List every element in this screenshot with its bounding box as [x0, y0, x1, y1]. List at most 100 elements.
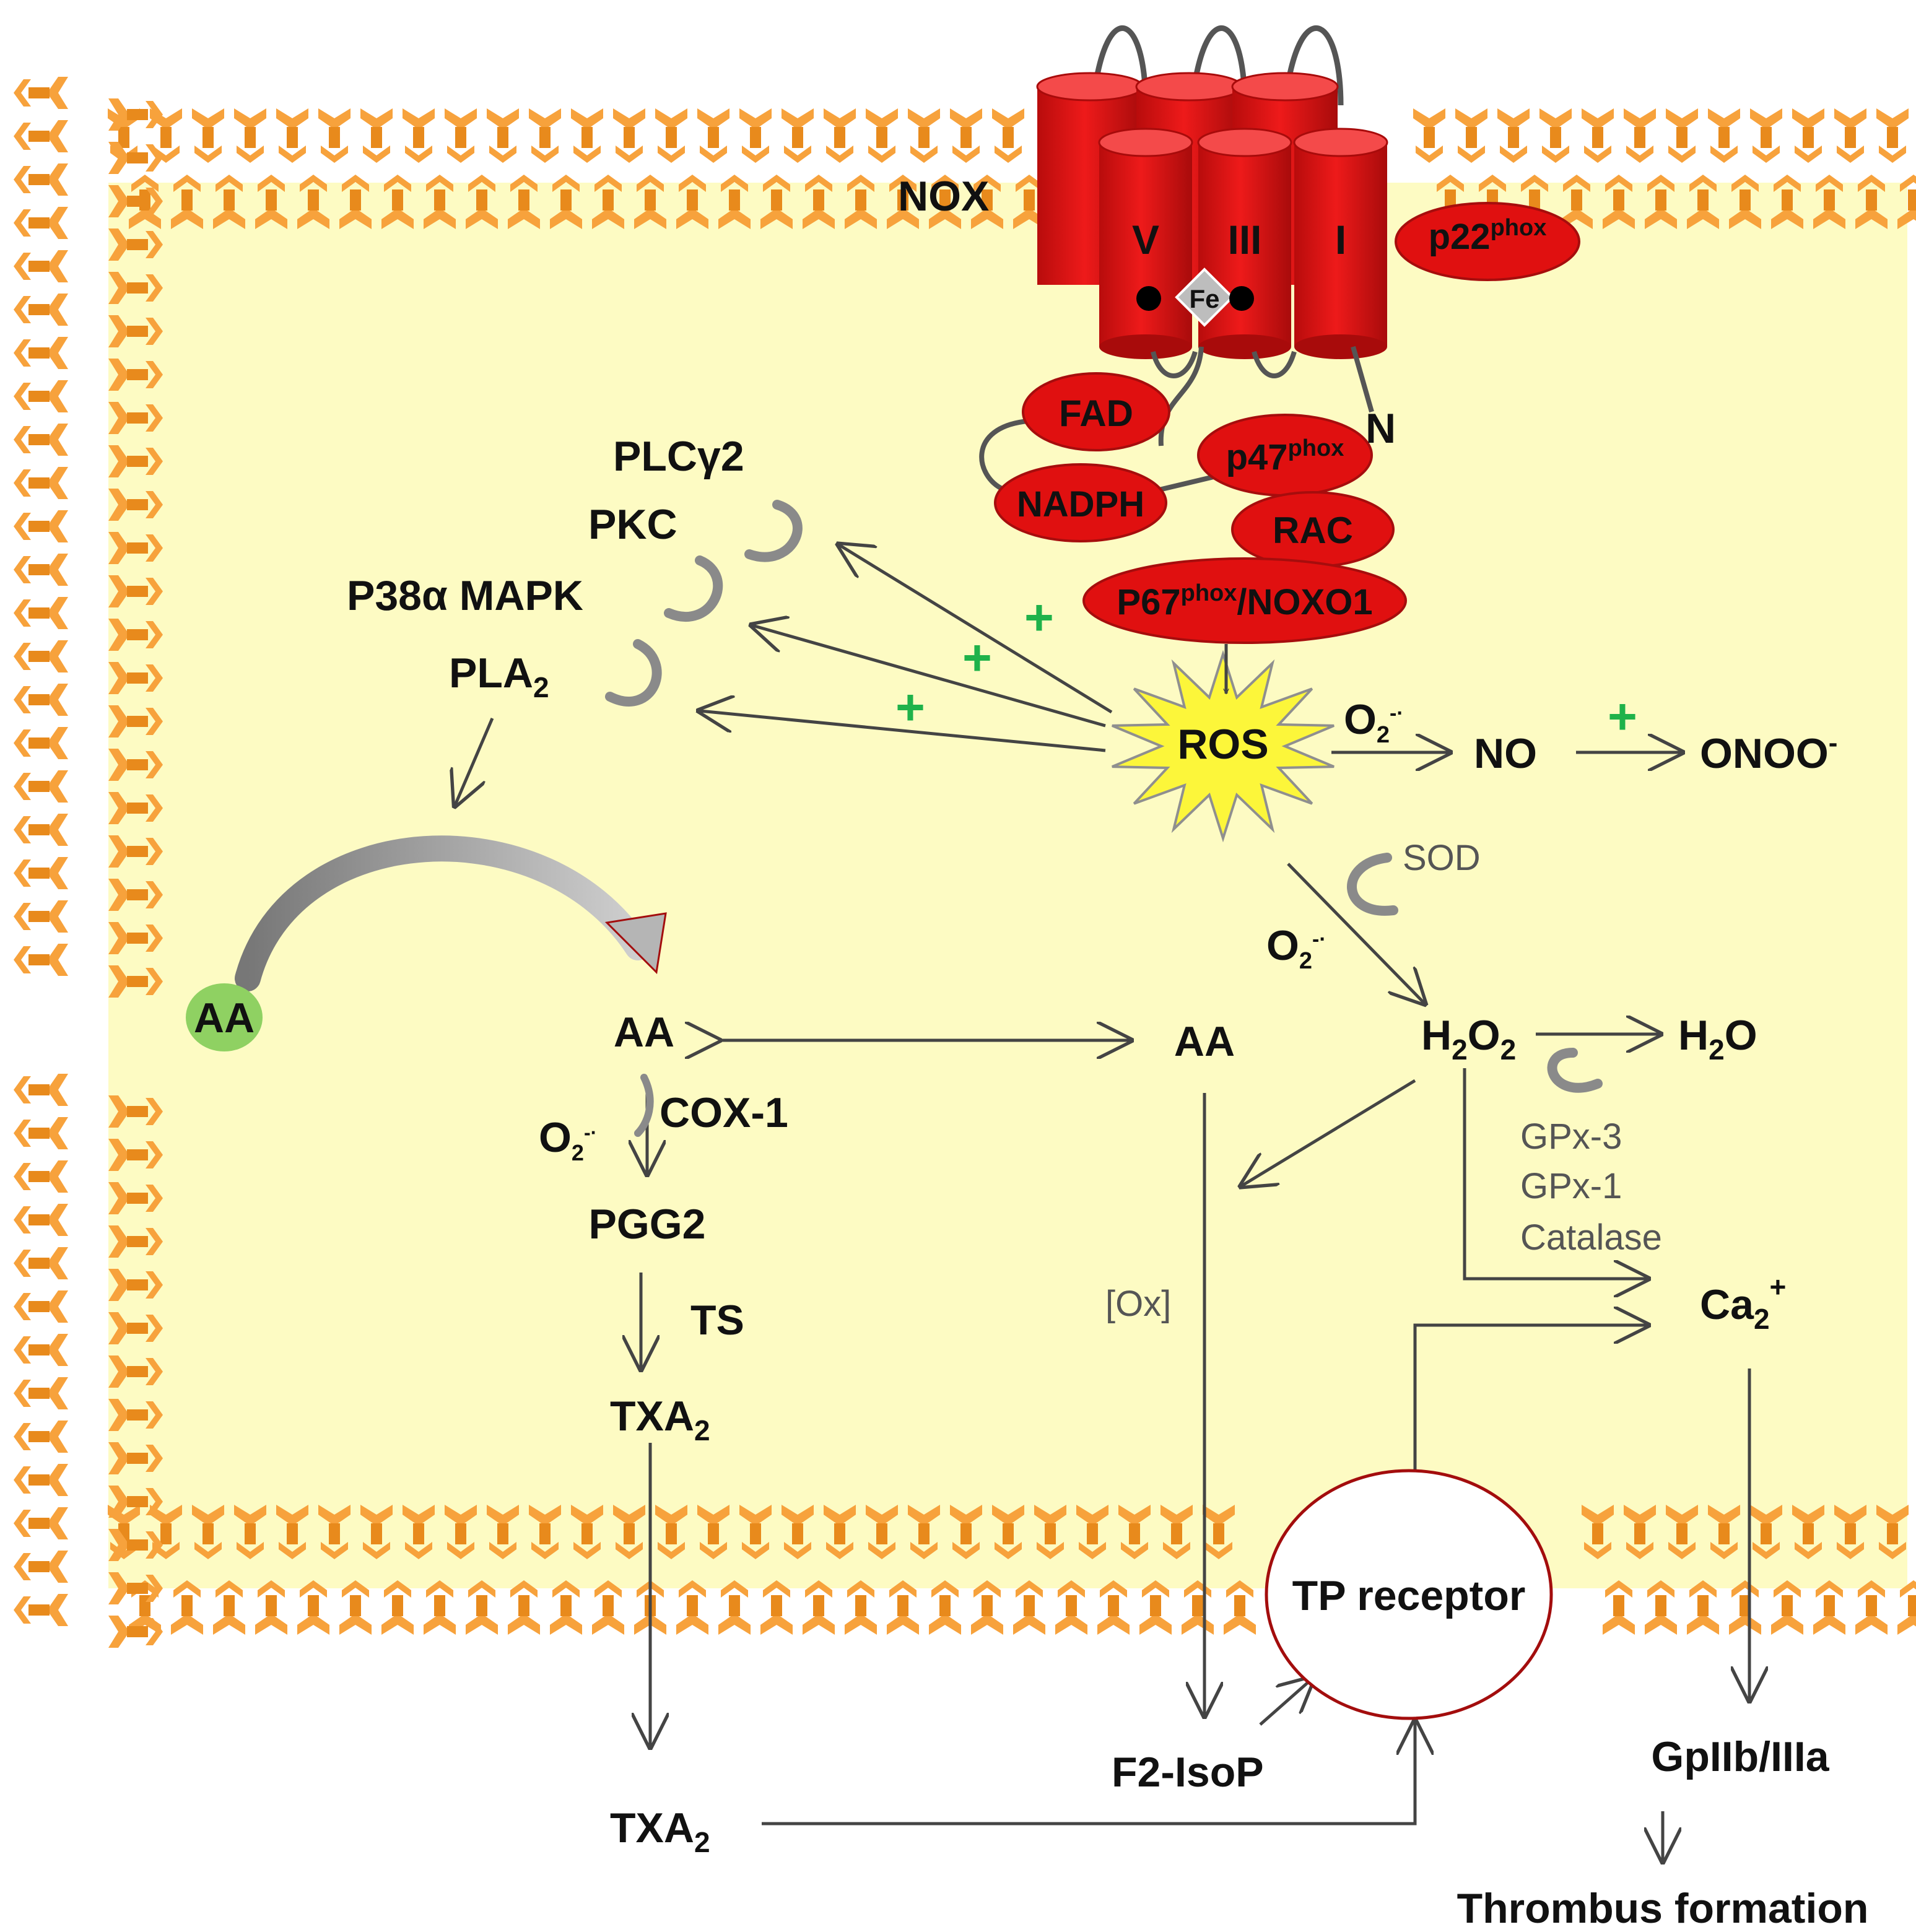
lipid-top-inner — [508, 175, 540, 229]
lipid-top-inner — [1645, 175, 1677, 229]
lipid-left-outer — [14, 424, 68, 456]
lipid-left-outer — [14, 1074, 68, 1106]
lipid-top-outer — [655, 108, 687, 163]
cox1-label: COX-1 — [660, 1089, 788, 1136]
lipid-top-outer — [403, 108, 435, 163]
lipid-left-outer — [14, 1464, 68, 1496]
catalase-label: Catalase — [1520, 1217, 1662, 1258]
lipid-top-inner — [887, 175, 919, 229]
lipid-bottom-outer — [929, 1580, 961, 1635]
heme-fe-label: Fe — [1189, 284, 1219, 313]
lipid-left-outer — [14, 1117, 68, 1149]
lipid-top-outer — [1666, 108, 1698, 163]
lipid-top-inner — [929, 175, 961, 229]
lipid-left-outer — [14, 1377, 68, 1409]
lipid-bottom-inner — [824, 1505, 856, 1559]
lipid-bottom-inner — [1750, 1505, 1782, 1559]
lipid-bottom-inner — [1666, 1505, 1698, 1559]
lipid-bottom-inner — [655, 1505, 687, 1559]
lipid-bottom-outer — [1603, 1580, 1635, 1635]
arrow-h2o2-to-ca — [1463, 1068, 1647, 1279]
p47phox-label: p47phox — [1226, 435, 1344, 477]
pgg2-label: PGG2 — [589, 1201, 706, 1248]
lipid-top-outer — [571, 108, 603, 163]
lipid-bottom-inner — [360, 1505, 393, 1559]
lipid-left-outer — [14, 1421, 68, 1453]
f2-isop-label: F2-IsoP — [1112, 1749, 1264, 1796]
lipid-bottom-outer — [1897, 1580, 1916, 1635]
lipid-bottom-inner — [150, 1505, 182, 1559]
lipid-bottom-outer — [1645, 1580, 1677, 1635]
lipid-bottom-inner — [866, 1505, 898, 1559]
lipid-bottom-outer — [1139, 1580, 1172, 1635]
lipid-top-inner — [676, 175, 708, 229]
lipid-top-inner — [971, 175, 1003, 229]
lipid-left-inner — [108, 1095, 163, 1128]
lipid-left-inner — [108, 575, 163, 607]
lipid-left-outer — [14, 467, 68, 499]
lipid-top-outer — [1413, 108, 1445, 163]
nox-helix-i — [1294, 142, 1387, 347]
lipid-bottom-outer — [508, 1580, 540, 1635]
lipid-bottom-outer — [381, 1580, 414, 1635]
lipid-left-outer — [14, 684, 68, 716]
lipid-top-outer — [1876, 108, 1909, 163]
lipid-left-outer — [14, 1334, 68, 1366]
lipid-left-outer — [14, 250, 68, 282]
pathway-arrows — [455, 545, 1749, 1861]
lipid-top-outer — [445, 108, 477, 163]
lipid-top-outer — [908, 108, 940, 163]
arrow-pla2-to-aa — [455, 718, 494, 805]
lipid-top-inner — [381, 175, 414, 229]
lipid-bottom-outer — [466, 1580, 498, 1635]
lipid-top-inner — [592, 175, 624, 229]
lipid-bottom-inner — [1792, 1505, 1824, 1559]
lipid-top-outer — [276, 108, 308, 163]
lipid-bottom-outer — [297, 1580, 329, 1635]
lipid-bottom-inner — [487, 1505, 519, 1559]
lipid-left-inner — [108, 619, 163, 651]
lipid-left-inner — [108, 359, 163, 391]
fad-label: FAD — [1059, 393, 1133, 434]
lipid-left-inner — [108, 185, 163, 217]
lipid-left-outer — [14, 640, 68, 672]
rac-label: RAC — [1273, 510, 1353, 551]
superoxide-label-sod: O2-· — [1266, 922, 1326, 974]
plus-sign-pla2: + — [895, 679, 925, 736]
curved-catalysis-arrows — [235, 500, 1603, 1137]
lipid-left-inner — [108, 1355, 163, 1388]
plus-sign-no: + — [1608, 689, 1637, 745]
lipid-bottom-outer — [887, 1580, 919, 1635]
lipid-bottom-inner — [1203, 1505, 1235, 1559]
lipid-top-inner — [171, 175, 203, 229]
lipid-left-inner — [108, 142, 163, 174]
curl-p38 — [605, 639, 662, 707]
tp-receptor-circle — [1265, 1469, 1553, 1720]
lipid-top-outer — [1750, 108, 1782, 163]
lipid-top-inner — [339, 175, 372, 229]
lipid-left-inner — [108, 1399, 163, 1431]
superoxide-label-cox: O2-· — [539, 1114, 597, 1165]
lipid-top-outer — [1834, 108, 1866, 163]
lipid-top-inner — [634, 175, 666, 229]
lipid-left-inner — [108, 1139, 163, 1171]
calcium-label: Ca2+ — [1700, 1271, 1786, 1335]
curl-plc — [744, 500, 803, 562]
no-label: NO — [1474, 730, 1537, 777]
arrow-txa2-to-receptor — [762, 1721, 1415, 1825]
lipid-top-outer — [613, 108, 645, 163]
lipid-top-inner — [845, 175, 877, 229]
lipid-left-outer — [14, 727, 68, 759]
aa-left-label: AA — [614, 1009, 674, 1056]
p67phox-noxo1-label: P67phox/NOXO1 — [1117, 580, 1372, 622]
sod-label: SOD — [1403, 838, 1481, 878]
lipid-left-outer — [14, 1507, 68, 1539]
lipid-left-inner — [108, 315, 163, 347]
lipid-bottom-outer — [592, 1580, 624, 1635]
lipid-left-outer — [14, 380, 68, 412]
helix-iii-label: III — [1227, 217, 1261, 263]
arrow-receptor-to-ca — [1413, 1325, 1647, 1486]
heme-dot-right — [1229, 286, 1254, 311]
lipid-left-inner — [108, 965, 163, 998]
